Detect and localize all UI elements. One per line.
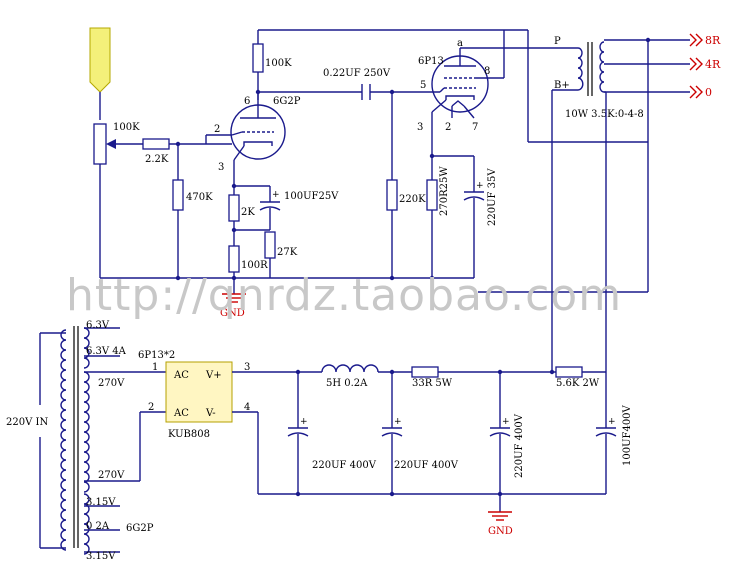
rect-vplus-label: V+ <box>205 370 222 381</box>
mains-input-label: 220V IN <box>6 417 48 428</box>
speaker-tap-8r[interactable]: 8R <box>689 33 721 47</box>
gnd-top-label: GND <box>220 308 245 319</box>
coupling-cap-label: 0.22UF 250V <box>323 68 391 79</box>
svg-text:+: + <box>476 181 484 191</box>
feedback-label: 27K <box>277 247 298 258</box>
bridge-rectifier: AC AC V+ V- <box>165 361 233 423</box>
filter-cap-4: + <box>595 372 617 494</box>
v2-heater-pin-2: 2 <box>445 122 451 133</box>
v1-grid-pin: 2 <box>214 124 220 135</box>
grid-leak-label: 470K <box>186 192 213 203</box>
tap-0-label: 0 <box>705 86 712 99</box>
grid-leak-resistor <box>172 179 184 211</box>
output-cathode-resistor <box>426 179 438 211</box>
winding-6v3-a: 6.3V <box>86 320 110 331</box>
rect-vminus-label: V- <box>205 408 216 419</box>
v2-heater-pin-7: 7 <box>472 122 478 133</box>
input-jack-symbol <box>89 27 111 120</box>
rect-ac1-label: AC <box>173 370 189 381</box>
plate-load-label: 100K <box>265 58 292 69</box>
v2-anode-pin: a <box>457 38 463 49</box>
winding-3v15-b: 3.15V <box>86 551 116 562</box>
winding-270v-b: 270V <box>98 470 125 481</box>
ot-primary-p: P <box>554 36 561 47</box>
filter-33r-label: 33R 5W <box>412 378 453 389</box>
rectifier-name: KUB808 <box>168 429 210 440</box>
filter-choke <box>321 364 379 373</box>
ot-primary-b: B+ <box>554 80 570 91</box>
cathode-resistor-100r <box>228 245 240 273</box>
coupling-capacitor <box>361 84 371 100</box>
v2-cathode-pin: 3 <box>417 122 423 133</box>
rect-pin-3: 3 <box>244 362 250 373</box>
winding-3v15-a: 3.15V <box>86 497 116 508</box>
v2-tube-name: 6P13 <box>418 56 444 67</box>
v1-cathode-pin: 3 <box>218 162 224 173</box>
filter-cap-4-label: 100UF400V <box>622 404 633 466</box>
grid-stopper-label: 2.2K <box>145 154 169 165</box>
svg-text:+: + <box>608 417 616 427</box>
tap-8r-label: 8R <box>705 34 721 47</box>
feedback-resistor <box>264 231 276 259</box>
filter-cap-3: + <box>489 372 511 494</box>
rect-ac2-label: AC <box>173 408 189 419</box>
svg-text:+: + <box>300 417 308 427</box>
filter-resistor-5k6 <box>555 366 583 378</box>
output-grid-leak-label: 220K <box>399 194 426 205</box>
ot-spec-label: 10W 3.5K:0-4-8 <box>565 109 644 120</box>
output-grid-leak <box>386 179 398 211</box>
filter-cap-2: + <box>381 372 403 494</box>
filter-cap-3-label: 220UF 400V <box>514 413 525 478</box>
v1-tube-name: 6G2P <box>273 96 301 107</box>
output-cathode-capacitor: + <box>463 156 485 278</box>
svg-text:+: + <box>272 190 280 200</box>
input-tube-6g2p: 6 6G2P 3 <box>218 96 301 173</box>
filter-resistor-33r <box>411 366 439 378</box>
cathode-bypass-label: 100UF25V <box>284 191 339 202</box>
output-cathode-cap-label: 220UF 35V <box>487 168 498 226</box>
winding-6v3-b: 6.3V 4A <box>86 346 127 357</box>
ground-symbol-top <box>222 293 246 303</box>
winding-ct: 0 2A <box>86 521 110 532</box>
v1-plate-pin: 6 <box>244 96 250 107</box>
tap-4r-label: 4R <box>705 58 721 71</box>
heater-note-top: 6P13*2 <box>138 350 175 361</box>
heater-note-bottom: 6G2P <box>126 523 154 534</box>
filter-5k6-label: 5.6K 2W <box>556 378 600 389</box>
v2-screen-pin: 8 <box>484 66 490 77</box>
rect-pin-4: 4 <box>244 402 250 413</box>
speaker-tap-0[interactable]: 0 <box>689 85 712 99</box>
power-transformer <box>60 326 90 555</box>
cathode-2k-label: 2K <box>241 207 255 218</box>
filter-cap-1-label: 220UF 400V <box>312 460 377 471</box>
svg-text:+: + <box>502 417 510 427</box>
v2-grid-pin: 5 <box>420 80 426 91</box>
winding-270v-a: 270V <box>98 378 125 389</box>
cathode-resistor-2k <box>228 194 240 222</box>
filter-cap-2-label: 220UF 400V <box>394 460 459 471</box>
cathode-100r-label: 100R <box>241 260 268 271</box>
rect-pin-2: 2 <box>148 402 154 413</box>
rect-pin-1: 1 <box>152 362 158 373</box>
cathode-bypass-capacitor: + <box>259 186 281 211</box>
watermark: http://qnrdz.taobao.com <box>66 270 622 321</box>
output-cathode-label: 270R25W <box>439 166 450 216</box>
svg-text:+: + <box>394 417 402 427</box>
choke-label: 5H 0.2A <box>326 378 368 389</box>
grid-stopper-resistor <box>142 138 170 150</box>
volume-pot-label: 100K <box>113 122 140 133</box>
filter-cap-1: + <box>287 372 309 494</box>
plate-load-resistor <box>252 43 264 73</box>
output-tube-6p13: a 8 3 2 7 6P13 <box>417 30 528 156</box>
output-transformer <box>577 41 605 96</box>
volume-potentiometer: 100K <box>93 122 140 278</box>
speaker-tap-4r[interactable]: 4R <box>689 57 721 71</box>
gnd-bottom-label: GND <box>488 526 513 537</box>
ground-symbol-bottom <box>488 511 512 521</box>
